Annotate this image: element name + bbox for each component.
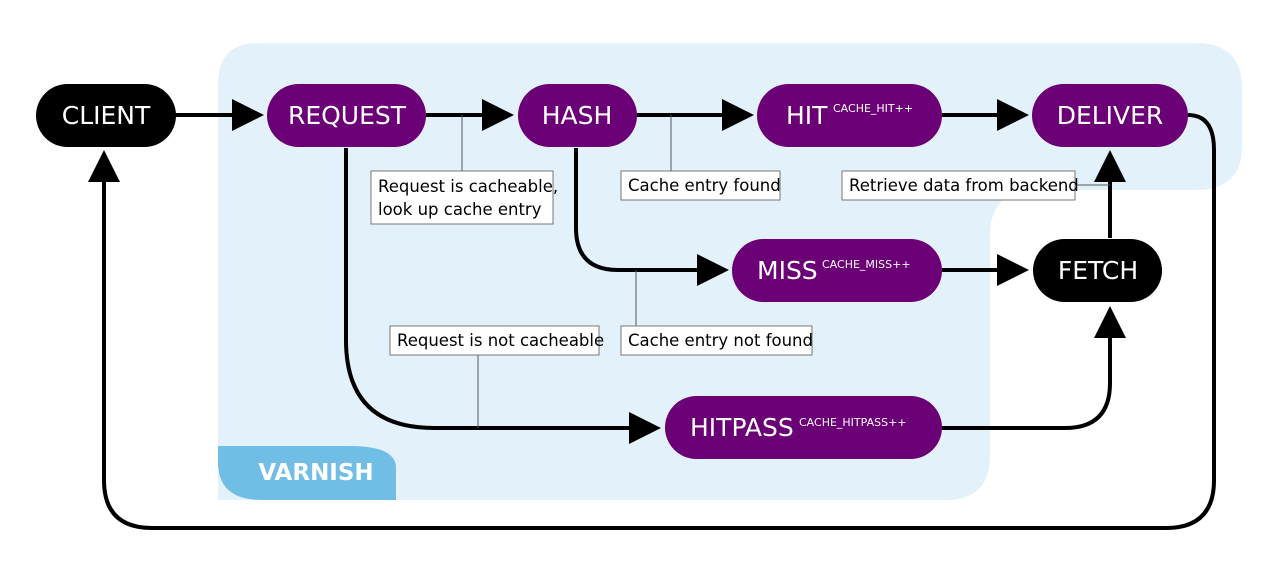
node-request-label: REQUEST [288, 101, 407, 130]
varnish-label: VARNISH [258, 460, 373, 486]
edge-request-hitpass [344, 148, 661, 444]
note-not-cacheable: Request is not cacheable [389, 325, 604, 356]
note-cacheable: Request is cacheable, look up cache entr… [370, 170, 558, 225]
node-client-label: CLIENT [62, 101, 151, 130]
edge-deliver-client [88, 113, 1216, 530]
note-cacheable-line2: look up cache entry [378, 200, 542, 219]
node-hit-label: HIT [786, 101, 828, 130]
note-entry-found-text: Cache entry found [628, 176, 781, 195]
node-request: REQUEST [267, 84, 426, 147]
node-hitpass-label: HITPASS [690, 413, 794, 442]
edge-hitpass-fetch [942, 306, 1126, 430]
varnish-region [218, 43, 1242, 500]
node-hitpass: HITPASS CACHE_HITPASS++ [665, 396, 942, 459]
node-miss: MISS CACHE_MISS++ [732, 239, 942, 302]
note-leaders [461, 115, 1110, 428]
node-deliver: DELIVER [1032, 84, 1188, 147]
node-hitpass-counter: CACHE_HITPASS++ [799, 416, 907, 429]
node-hash: HASH [518, 84, 637, 147]
note-entry-not-found: Cache entry not found [620, 325, 813, 356]
note-retrieve: Retrieve data from backend [841, 170, 1079, 201]
note-entry-not-found-text: Cache entry not found [628, 331, 813, 350]
node-hit-counter: CACHE_HIT++ [833, 102, 913, 115]
edge-hash-miss [574, 148, 729, 286]
node-deliver-label: DELIVER [1057, 101, 1164, 130]
note-not-cacheable-text: Request is not cacheable [397, 331, 604, 350]
node-client: CLIENT [36, 84, 176, 147]
node-fetch: FETCH [1033, 239, 1162, 302]
node-fetch-label: FETCH [1058, 256, 1138, 285]
note-retrieve-text: Retrieve data from backend [849, 176, 1079, 195]
node-miss-label: MISS [757, 256, 818, 285]
node-miss-counter: CACHE_MISS++ [822, 258, 911, 271]
varnish-tab [218, 446, 396, 500]
note-cacheable-line1: Request is cacheable, [378, 177, 558, 196]
connectors [88, 99, 1216, 530]
node-hit: HIT CACHE_HIT++ [757, 84, 942, 147]
note-entry-found: Cache entry found [620, 170, 781, 201]
node-hash-label: HASH [542, 101, 613, 130]
